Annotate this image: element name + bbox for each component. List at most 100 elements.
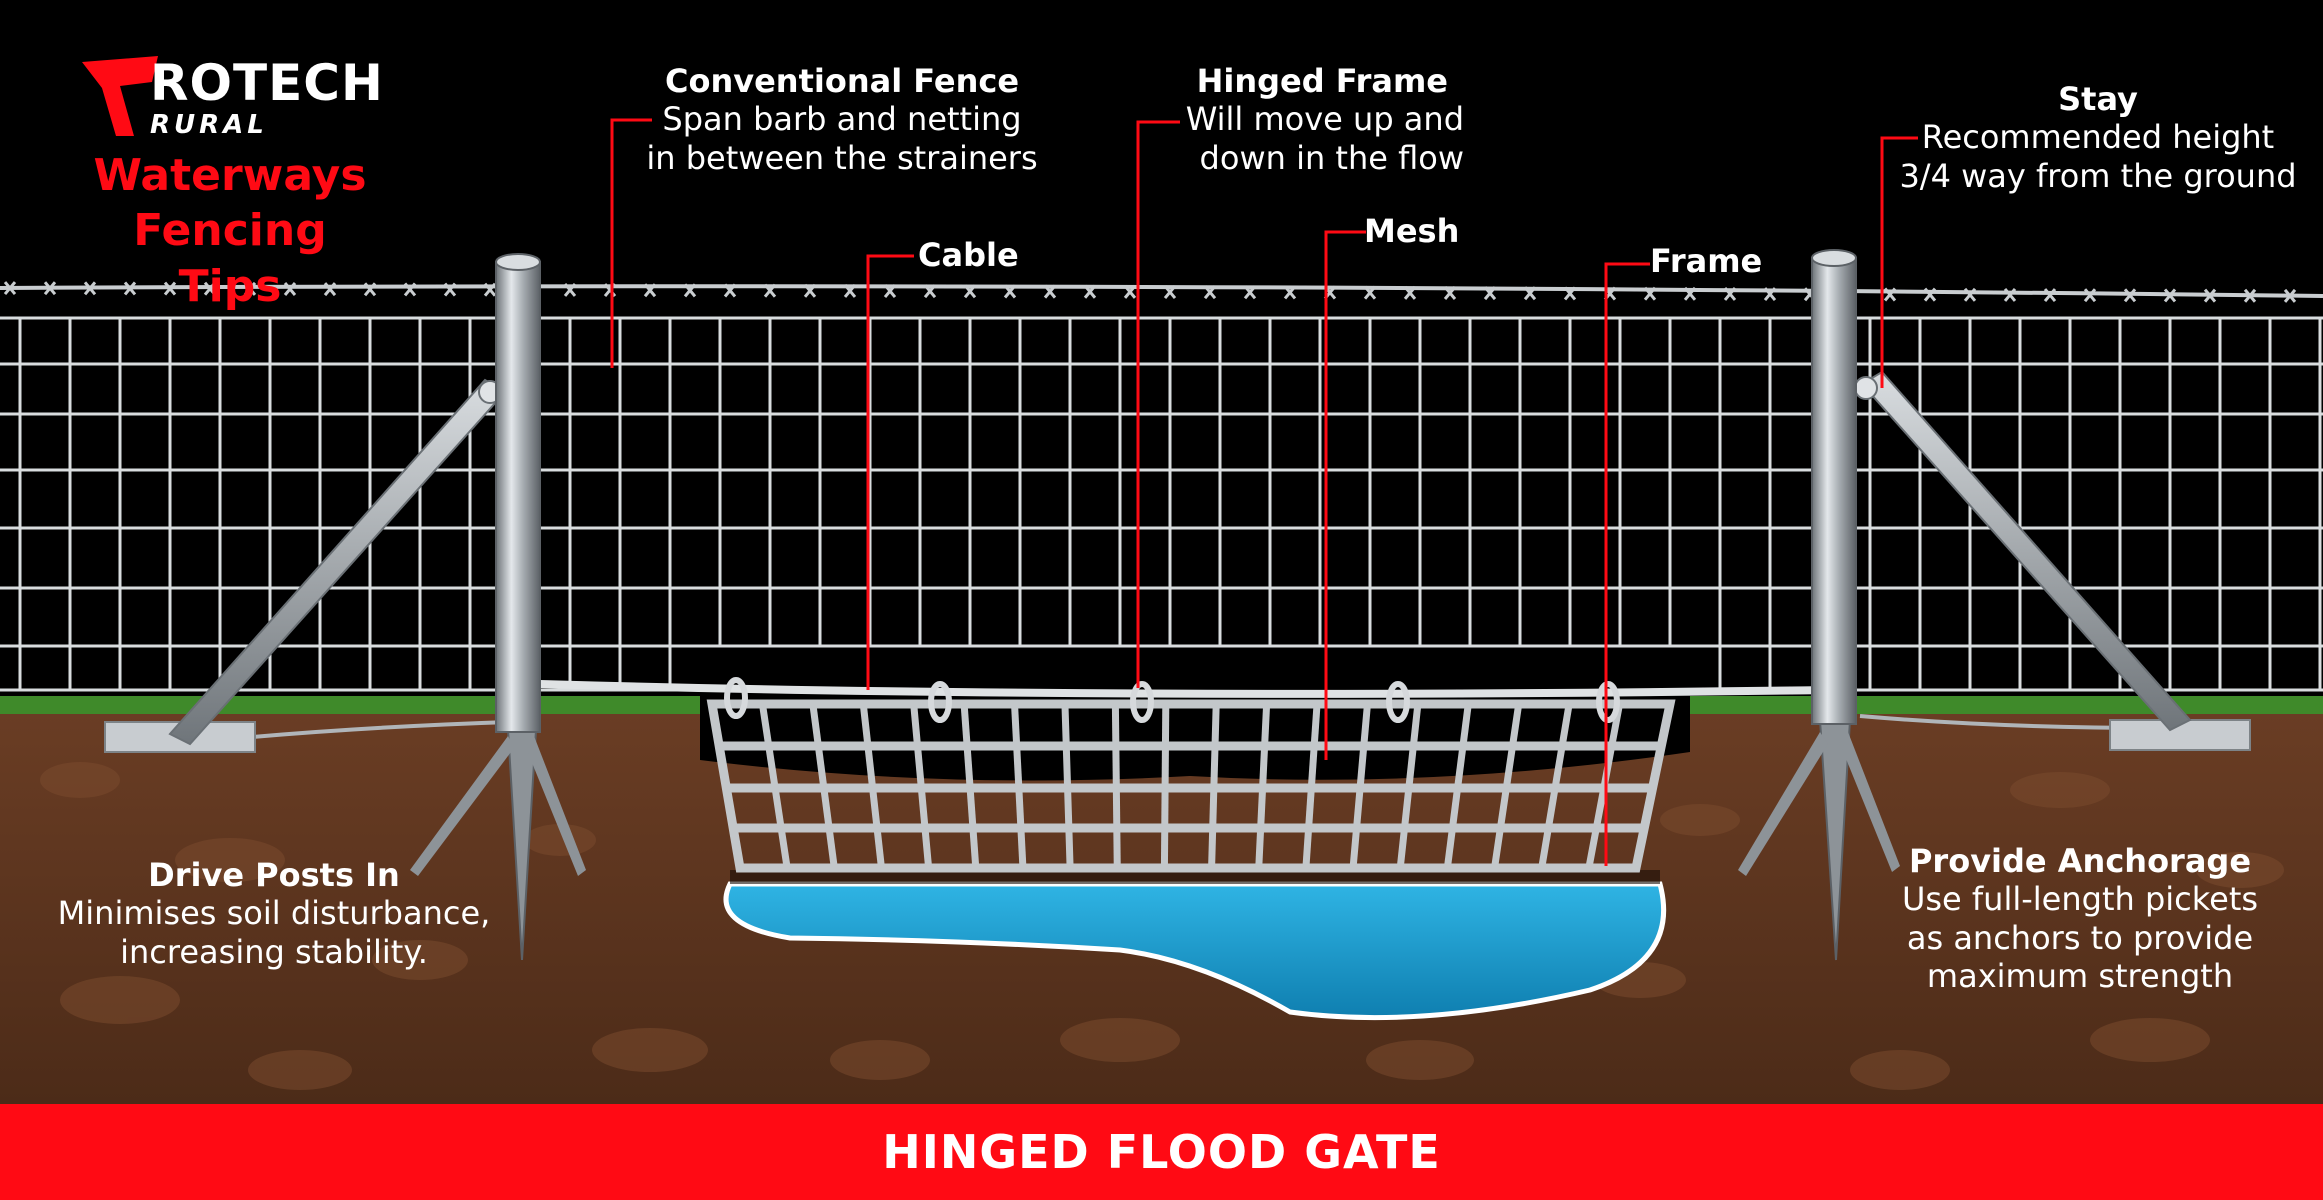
label-stay-line-2: 3/4 way from the ground bbox=[1899, 156, 2297, 195]
flood-gate bbox=[706, 699, 1676, 873]
footer-banner: HINGED FLOOD GATE bbox=[0, 1104, 2323, 1200]
gate-vertical bbox=[1160, 703, 1170, 869]
hinge-rings bbox=[724, 677, 1620, 723]
label-stay-title: Stay bbox=[2058, 80, 2138, 118]
barb bbox=[2203, 288, 2217, 303]
barb bbox=[1643, 286, 1657, 301]
barb bbox=[563, 283, 577, 297]
barb bbox=[1763, 287, 1777, 302]
grass-left bbox=[0, 696, 700, 714]
page-title: Waterways Fencing Tips bbox=[80, 148, 380, 314]
barb bbox=[1363, 285, 1377, 300]
barb bbox=[1683, 286, 1697, 301]
label-drive-line-2: increasing stability. bbox=[120, 932, 428, 971]
barb bbox=[1283, 285, 1297, 300]
barb bbox=[1203, 285, 1217, 300]
barb bbox=[3, 281, 17, 295]
barb bbox=[243, 281, 257, 296]
gate-vertical bbox=[1538, 703, 1573, 869]
barb bbox=[643, 283, 657, 298]
barb bbox=[43, 281, 57, 296]
label-mesh: Mesh bbox=[1364, 212, 1460, 250]
gate-vertical bbox=[960, 703, 980, 869]
label-drive-posts: Drive Posts In Minimises soil disturbanc… bbox=[50, 856, 498, 971]
gate-vertical bbox=[1302, 703, 1321, 869]
barb bbox=[1243, 285, 1257, 300]
barb bbox=[203, 281, 217, 296]
label-anchorage-line-2: as anchors to provide bbox=[1906, 918, 2254, 957]
gate-vertical bbox=[1491, 703, 1523, 869]
label-anchorage-line-1: Use full-length pickets bbox=[1901, 880, 2259, 919]
barb bbox=[2243, 288, 2257, 303]
barb bbox=[2043, 288, 2057, 303]
leader-conventional bbox=[610, 118, 652, 368]
water-shadow bbox=[730, 870, 1660, 884]
label-hinged-frame: Hinged Frame Will move up and down in th… bbox=[1168, 62, 1464, 177]
gate-vertical bbox=[809, 703, 838, 869]
barb bbox=[1123, 284, 1137, 299]
barb bbox=[1923, 287, 1937, 302]
barb bbox=[1723, 286, 1737, 301]
gate-vertical bbox=[910, 703, 933, 869]
barb bbox=[1403, 285, 1417, 300]
label-conventional-line-1: Span barb and netting bbox=[662, 100, 1022, 139]
barb bbox=[1163, 285, 1177, 299]
gate-vertical bbox=[1349, 703, 1371, 869]
gate-vertical bbox=[1255, 703, 1271, 869]
barb bbox=[1563, 286, 1577, 301]
barb bbox=[843, 283, 857, 298]
label-cable: Cable bbox=[918, 236, 1019, 274]
barb bbox=[123, 281, 137, 296]
flood-gate-verticals bbox=[758, 703, 1624, 869]
barb bbox=[1043, 284, 1057, 299]
label-stay: Stay Recommended height 3/4 way from the… bbox=[1896, 80, 2300, 195]
barb bbox=[963, 284, 977, 299]
barb bbox=[2083, 288, 2097, 303]
gate-vertical bbox=[1443, 703, 1472, 869]
leader-mesh bbox=[1324, 230, 1366, 760]
leader-lines bbox=[610, 118, 1918, 866]
logo: ROTECH RURAL bbox=[80, 48, 410, 148]
leader-stay bbox=[1880, 136, 1918, 388]
label-conventional-fence: Conventional Fence Span barb and netting… bbox=[646, 62, 1038, 177]
barb bbox=[2003, 287, 2017, 302]
right-strainer bbox=[1738, 249, 2251, 961]
barb bbox=[2123, 288, 2137, 303]
barb bbox=[683, 283, 697, 298]
leader-cable bbox=[866, 254, 914, 690]
barb bbox=[2163, 288, 2177, 303]
label-hinged-title: Hinged Frame bbox=[1196, 62, 1448, 100]
barb bbox=[403, 282, 417, 297]
gate-vertical bbox=[1061, 703, 1074, 869]
barb bbox=[1523, 286, 1537, 301]
cable bbox=[539, 680, 1831, 698]
barb bbox=[2283, 288, 2297, 303]
barb bbox=[803, 283, 817, 298]
brand-subtitle: RURAL bbox=[150, 110, 268, 140]
logo-mark-icon bbox=[82, 56, 158, 136]
barb bbox=[1483, 286, 1497, 301]
brand-name: ROTECH bbox=[150, 54, 384, 112]
gate-vertical bbox=[1396, 703, 1422, 869]
barb bbox=[1443, 286, 1457, 300]
barb bbox=[763, 283, 777, 298]
barb bbox=[1963, 287, 1977, 302]
page-title-line-1: Waterways bbox=[93, 150, 367, 201]
label-hinged-line-1: Will move up and bbox=[1185, 100, 1464, 139]
label-drive-line-1: Minimises soil disturbance, bbox=[57, 894, 491, 933]
gate-vertical bbox=[1208, 703, 1220, 869]
page-title-line-2: Fencing Tips bbox=[133, 205, 327, 312]
label-conventional-line-2: in between the strainers bbox=[646, 138, 1038, 177]
leader-hinged bbox=[1136, 120, 1180, 688]
barb bbox=[1883, 287, 1897, 302]
label-anchorage-title: Provide Anchorage bbox=[1908, 842, 2252, 880]
gate-vertical bbox=[1585, 703, 1624, 869]
barb bbox=[323, 282, 337, 297]
gate-vertical bbox=[1111, 703, 1121, 869]
leader-frame bbox=[1604, 262, 1650, 866]
fence-netting bbox=[0, 316, 2323, 692]
gate-vertical bbox=[1011, 703, 1027, 869]
banner-title: HINGED FLOOD GATE bbox=[882, 1125, 1441, 1179]
